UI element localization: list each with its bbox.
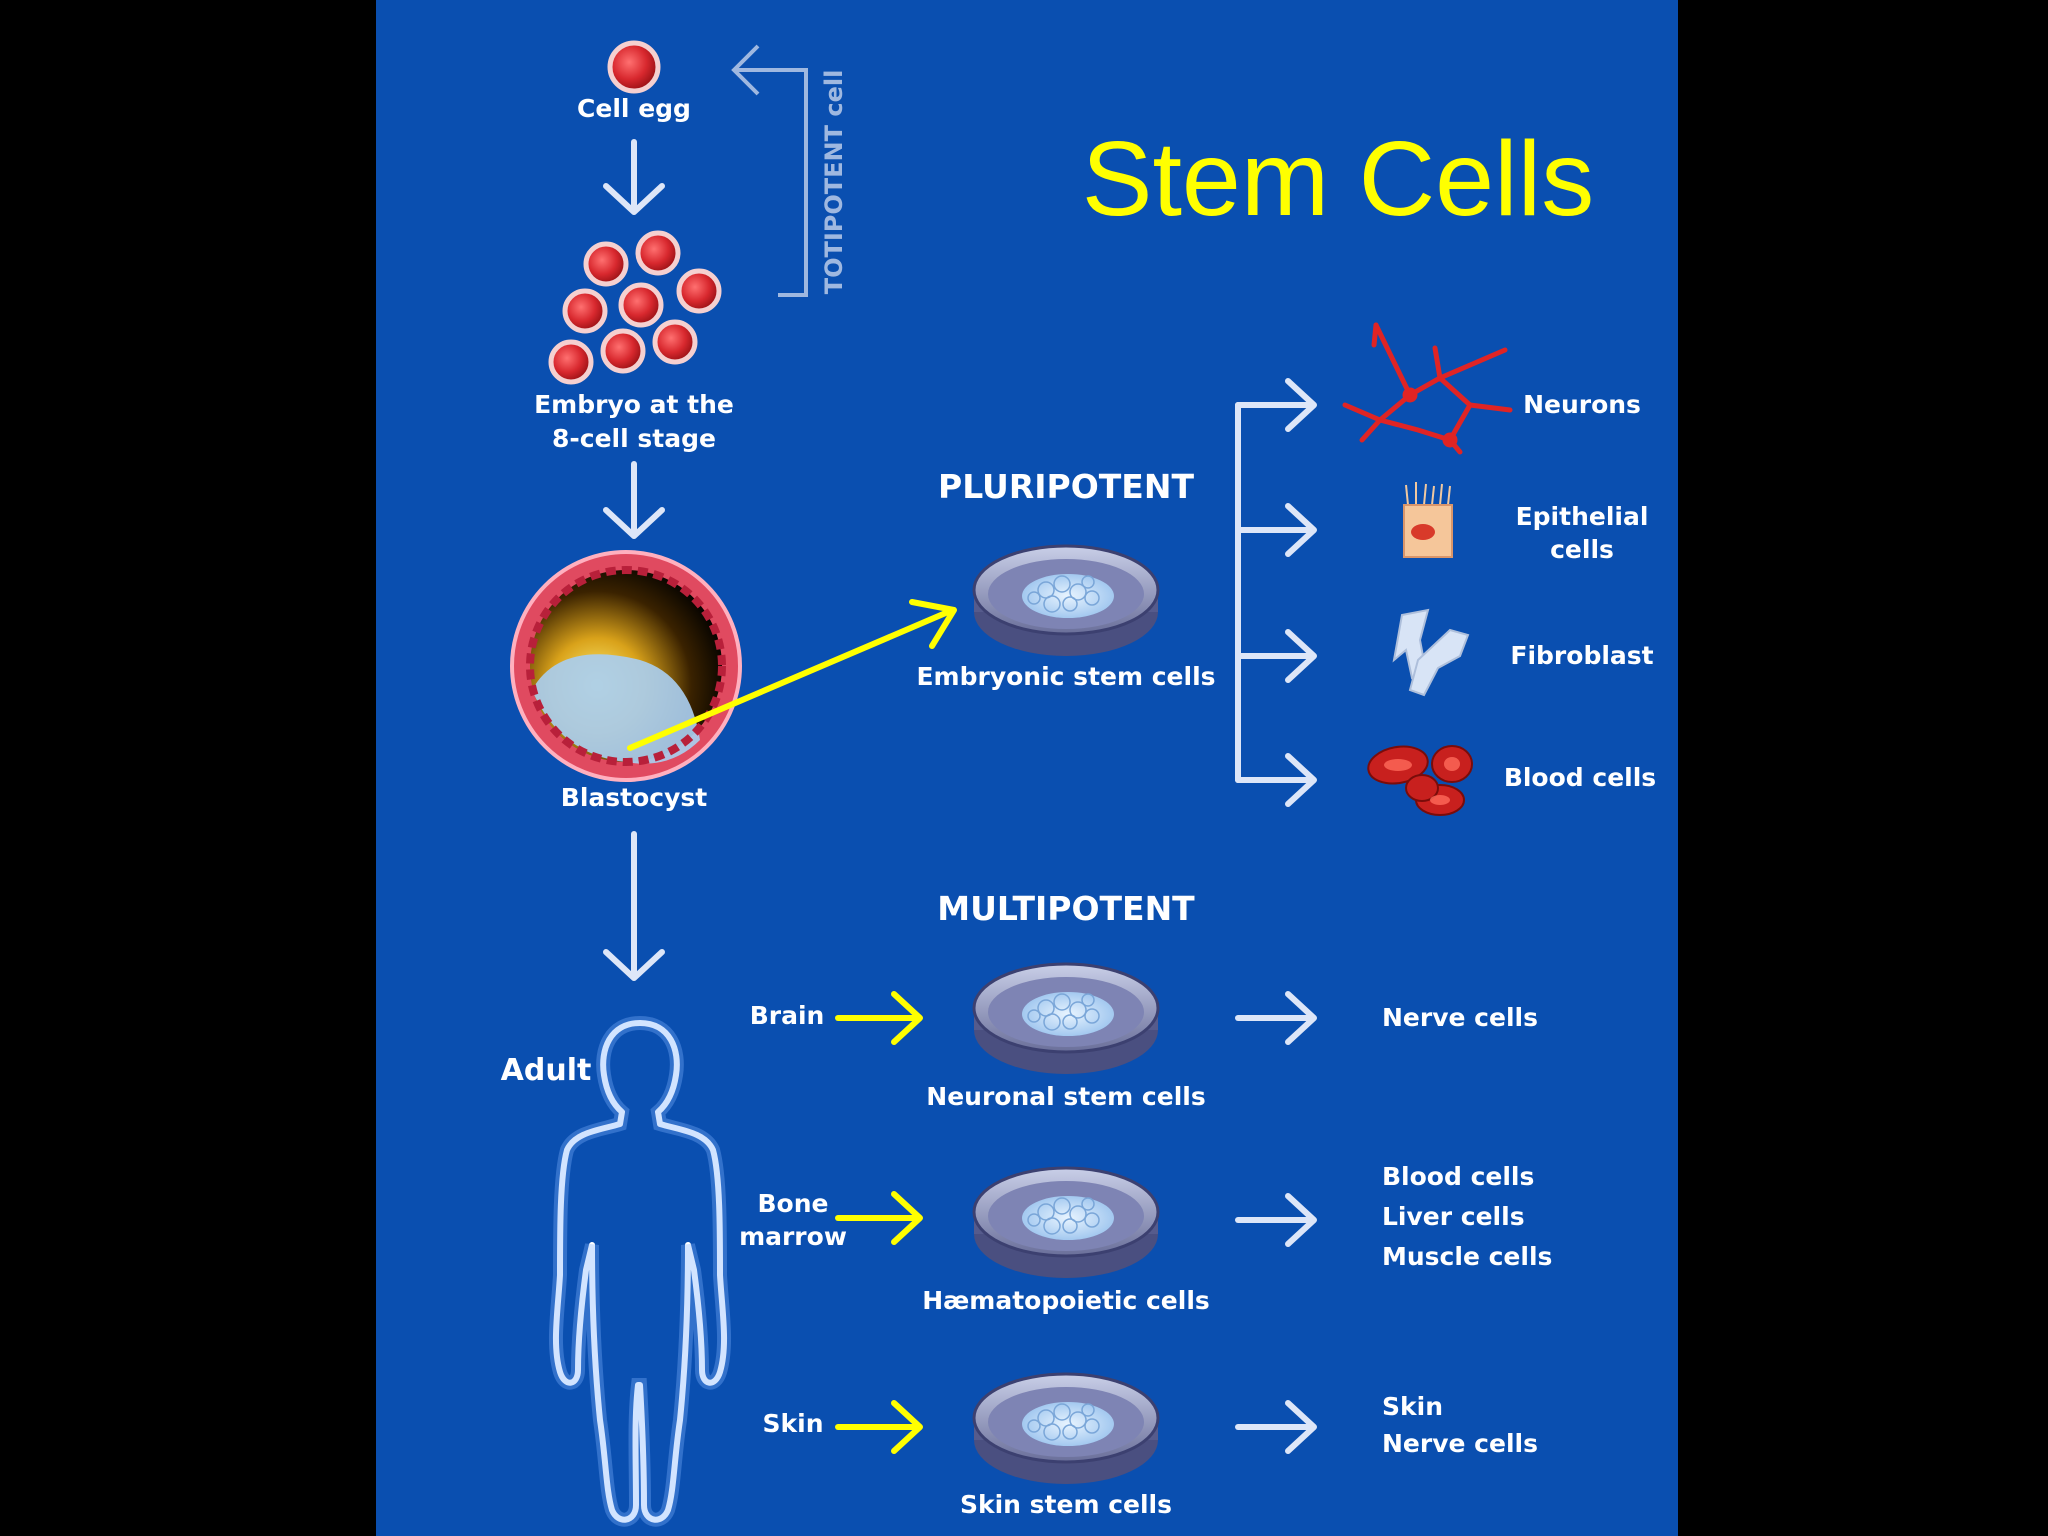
egg-cell-icon — [607, 40, 661, 94]
output-skin-nerve-cells-label: Nerve cells — [1382, 1429, 1538, 1458]
adult-label: Adult — [501, 1053, 592, 1088]
output-nerve-cells-label: Nerve cells — [1382, 1003, 1538, 1032]
blastocyst-icon — [510, 550, 742, 782]
source-skin-label: Skin — [763, 1409, 824, 1438]
embryo-label-line1: Embryo at the — [534, 390, 734, 419]
source-brain-label: Brain — [750, 1001, 825, 1030]
embryonic-dish-icon — [972, 544, 1160, 658]
epithelial-cell-icon — [1403, 482, 1453, 558]
output-muscle-cells-label: Muscle cells — [1382, 1242, 1552, 1271]
skin-dish-label: Skin stem cells — [960, 1490, 1172, 1519]
embryo-label-line2: 8-cell stage — [552, 424, 716, 453]
arrow-down-icon — [603, 139, 665, 215]
source-bone-label: Bone — [758, 1189, 829, 1218]
totipotent-label: TOTIPOTENT cell — [820, 70, 848, 295]
fibroblast-label: Fibroblast — [1510, 641, 1653, 670]
neuronal-dish-icon — [972, 962, 1160, 1076]
neurons-label: Neurons — [1523, 390, 1641, 419]
embryo-8-cell-icon — [548, 230, 722, 385]
fibroblast-icon — [1392, 608, 1470, 697]
output-blood-cells-label: Blood cells — [1382, 1162, 1534, 1191]
output-skin-label: Skin — [1382, 1392, 1443, 1421]
arrow-to-embryonic-icon — [627, 599, 957, 751]
skin-dish-icon — [972, 1372, 1160, 1486]
output-liver-cells-label: Liver cells — [1382, 1202, 1525, 1231]
neuron-icon — [1342, 322, 1513, 455]
arrow-down-icon — [603, 461, 665, 539]
arrow-down-icon — [603, 831, 665, 981]
blastocyst-label: Blastocyst — [561, 783, 707, 812]
epithelial-label-line2: cells — [1550, 535, 1614, 564]
epithelial-label-line1: Epithelial — [1516, 502, 1649, 531]
neuronal-dish-label: Neuronal stem cells — [926, 1082, 1205, 1111]
haematopoietic-dish-icon — [972, 1166, 1160, 1280]
pluripotent-heading: PLURIPOTENT — [938, 467, 1194, 506]
egg-label: Cell egg — [577, 94, 691, 123]
haematopoietic-dish-label: Hæmatopoietic cells — [922, 1286, 1210, 1315]
human-body-icon — [548, 1015, 732, 1527]
multipotent-heading: MULTIPOTENT — [937, 889, 1195, 928]
totipotent-bracket: TOTIPOTENT cell — [731, 44, 848, 297]
blood-cells-label: Blood cells — [1504, 763, 1656, 792]
embryonic-dish-label: Embryonic stem cells — [916, 662, 1215, 691]
source-marrow-label: marrow — [739, 1222, 847, 1251]
slide-title: Stem Cells — [1082, 120, 1594, 238]
